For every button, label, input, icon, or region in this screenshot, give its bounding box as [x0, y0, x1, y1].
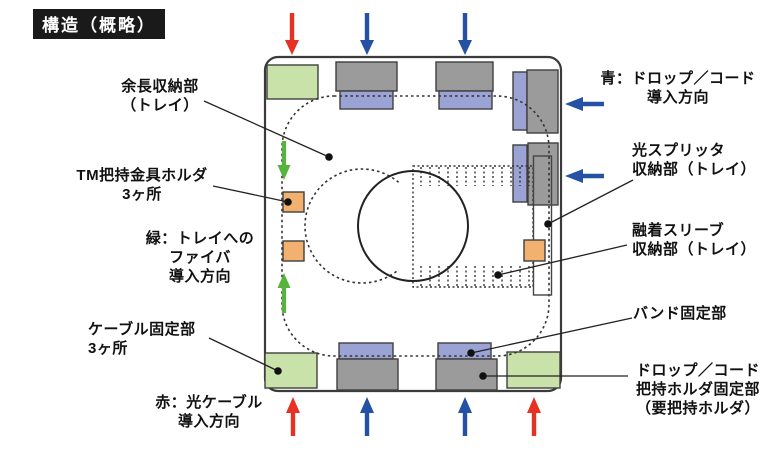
label-slack-storage: 余長収納部 （トレイ）: [110, 77, 210, 115]
band-fixing-block-top-1: [339, 90, 394, 110]
cable-entry-arrow-bottom-left: [286, 397, 300, 436]
fiber-entry-arrow-up: [277, 273, 291, 313]
cable-entry-arrow-top: [285, 13, 299, 55]
label-line: 緑：トレイへの: [145, 230, 255, 247]
label-line: 余長収納部: [121, 78, 199, 95]
page-title: 構造（概略）: [33, 9, 165, 39]
label-line: 把持ホルダ固定部: [635, 381, 760, 398]
splitter-tray-outline: [532, 155, 553, 296]
slack-loop-arc-dotted: [304, 168, 400, 284]
tm-holder-block-3: [523, 239, 546, 262]
label-line: 光スプリッタ: [632, 142, 726, 159]
drop-holder-block-top-1: [335, 61, 398, 92]
leader-dots: [274, 153, 552, 380]
label-line: TM把持金具ホルダ: [76, 167, 208, 184]
label-line: ドロップ／コード: [635, 362, 760, 379]
drop-entry-arrow-bottom-2: [458, 397, 472, 436]
label-tm-holder: TM把持金具ホルダ 3ヶ所: [70, 166, 214, 204]
sleeve-slots-bottom-dotted: [420, 266, 530, 286]
fiber-entry-arrow-down: [277, 141, 291, 180]
cable-fixing-block-bottom-right: [506, 351, 561, 389]
label-line: ケーブル固定部: [88, 321, 196, 338]
label-line: 赤：光ケーブル: [155, 394, 263, 411]
fiber-routing-loop-dotted: [281, 95, 550, 357]
label-line: バンド固定部: [633, 305, 727, 322]
label-line: 融着スリーブ: [632, 222, 725, 239]
drop-entry-arrow-top-2: [458, 13, 472, 55]
drop-holder-block-bottom-2: [435, 358, 498, 391]
label-line: 収納部（トレイ）: [632, 161, 757, 178]
slack-storage-circle: [357, 170, 469, 282]
drop-holder-block-right-1: [526, 69, 559, 134]
label-line: ファイバ: [169, 249, 231, 266]
label-line: （トレイ）: [121, 97, 199, 114]
tm-holder-block-2: [282, 240, 305, 262]
drop-holder-block-bottom-1: [336, 358, 399, 391]
leader-slack-storage: [203, 100, 330, 158]
drop-entry-arrow-bottom-1: [360, 397, 374, 436]
drop-entry-arrow-top-1: [360, 13, 374, 55]
label-line: 収納部（トレイ）: [632, 241, 757, 258]
label-line: 3ヶ所: [122, 186, 162, 203]
drop-holder-block-top-2: [435, 61, 494, 92]
leader-band-fixing: [470, 317, 633, 354]
label-line: 青：ドロップ／コード: [600, 70, 756, 87]
label-line: 3ヶ所: [88, 340, 128, 357]
leader-sleeve-storage: [497, 244, 628, 276]
tm-holders: [282, 191, 546, 262]
label-red-cable-direction: 赤：光ケーブル 導入方向: [148, 393, 270, 431]
cable-fixing-block-bottom-left: [264, 352, 318, 389]
cable-fixing-block-top-left: [266, 64, 319, 100]
tm-holder-block-1: [282, 191, 305, 213]
label-line: 導入方向: [646, 89, 709, 106]
label-drop-holder-fixing: ドロップ／コード 把持ホルダ固定部 （要把持ホルダ）: [626, 361, 768, 418]
band-fixing-block-right-1: [512, 71, 528, 131]
leader-lines: [203, 100, 634, 377]
drop-entry-arrow-right-1: [565, 97, 604, 111]
label-line: （要把持ホルダ）: [635, 400, 760, 417]
band-fixing-block-top-2: [438, 90, 493, 110]
label-green-fiber-direction: 緑：トレイへの ファイバ 導入方向: [138, 229, 262, 286]
label-sleeve-storage: 融着スリーブ 収納部（トレイ）: [632, 221, 768, 259]
label-blue-drop-direction: 青：ドロップ／コード 導入方向: [592, 69, 764, 107]
leader-splitter-storage: [547, 179, 634, 225]
cable-entry-arrow-bottom-right: [527, 397, 541, 436]
label-line: 導入方向: [168, 268, 231, 285]
leader-cable-fixing: [208, 337, 279, 372]
drop-entry-arrow-right-2: [565, 169, 604, 183]
label-band-fixing: バンド固定部: [633, 304, 763, 323]
label-line: 導入方向: [177, 413, 240, 430]
leader-tm-holder: [212, 185, 289, 203]
label-cable-fixing: ケーブル固定部 3ヶ所: [88, 320, 218, 358]
label-splitter-storage: 光スプリッタ 収納部（トレイ）: [632, 141, 768, 179]
